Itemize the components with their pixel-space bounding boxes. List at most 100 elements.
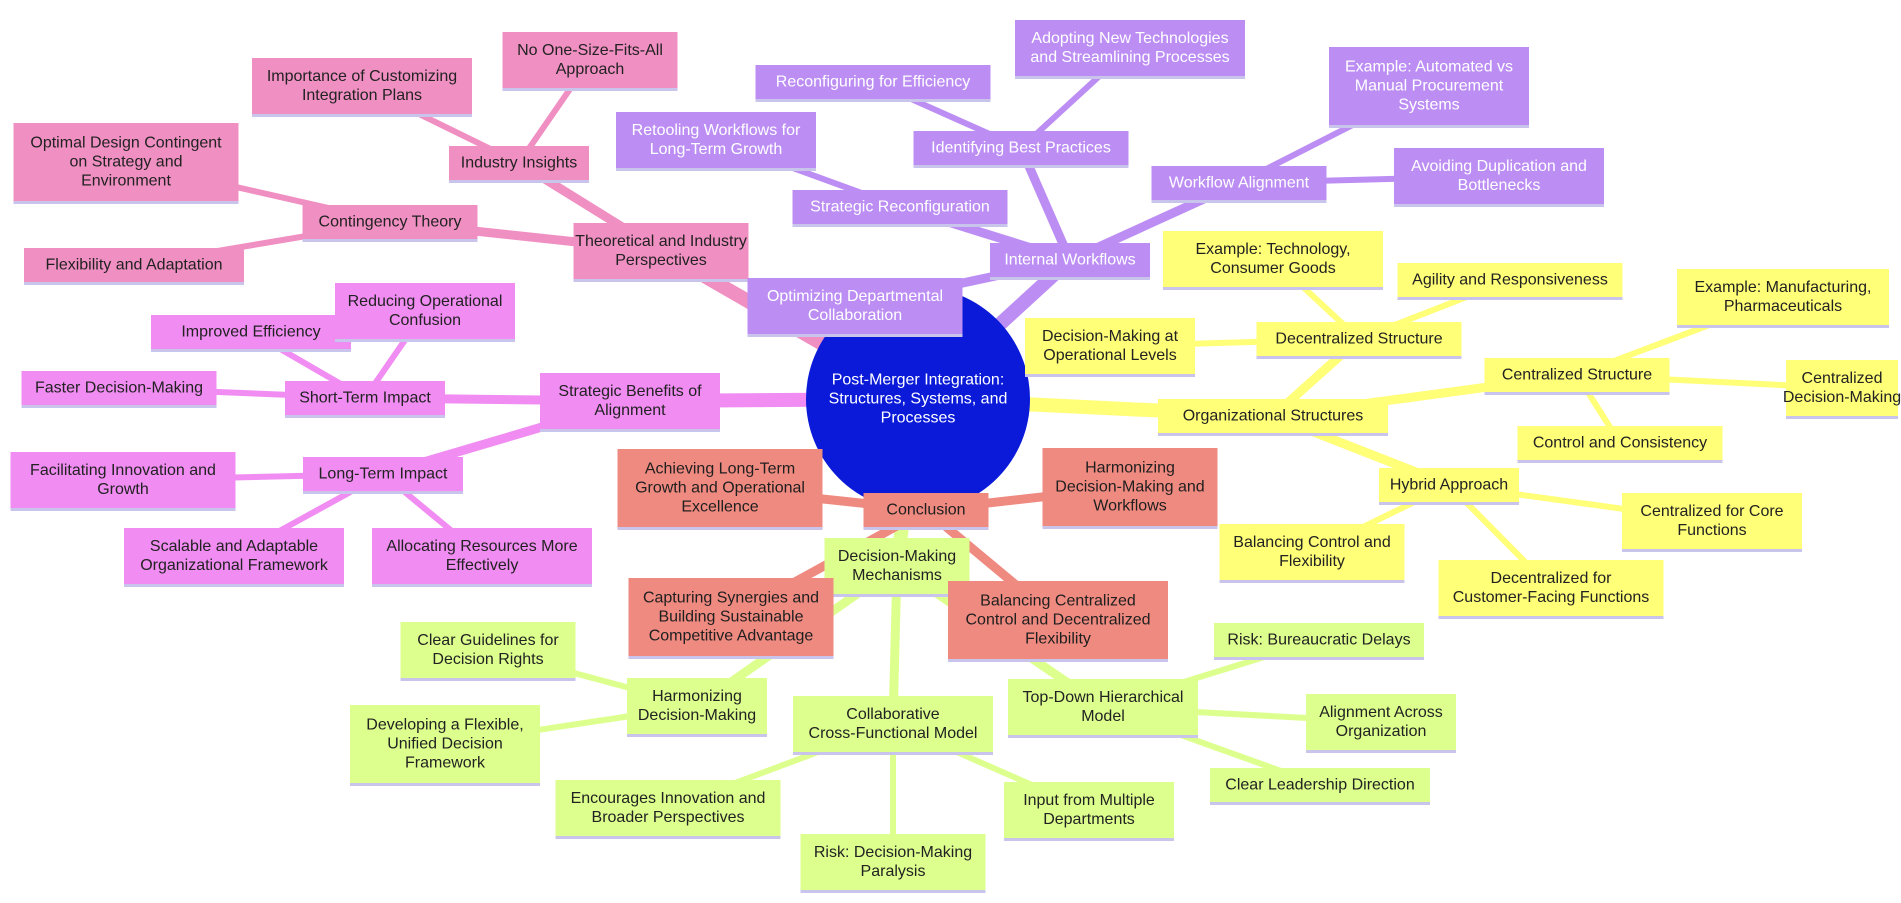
node-topdown-lead[interactable]: Clear Leadership Direction xyxy=(1210,768,1430,805)
node-box xyxy=(1622,493,1802,549)
node-label-line: Allocating Resources More xyxy=(386,538,577,555)
node-topdown-risk[interactable]: Risk: Bureaucratic Delays xyxy=(1214,623,1424,660)
node-box xyxy=(540,373,720,429)
node-wf[interactable]: Internal Workflows xyxy=(990,243,1150,280)
node-box xyxy=(1151,166,1327,200)
node-label-line: Operational Levels xyxy=(1043,347,1176,364)
root-node[interactable]: Post-Merger Integration:Structures, Syst… xyxy=(806,287,1030,511)
node-central-cc[interactable]: Control and Consistency xyxy=(1517,426,1723,463)
node-label-line: No One-Size-Fits-All xyxy=(517,42,663,59)
node-bp-reconf[interactable]: Reconfiguring for Efficiency xyxy=(755,65,991,102)
node-industry[interactable]: Industry Insights xyxy=(449,146,589,183)
node-org[interactable]: Organizational Structures xyxy=(1158,399,1388,436)
node-label-line: Manual Procurement xyxy=(1355,78,1504,95)
node-label-line: Collaborative xyxy=(846,706,939,723)
node-label-line: Short-Term Impact xyxy=(299,390,431,407)
node-label-line: Decision-Making xyxy=(638,707,756,724)
node-label-line: Agility and Responsiveness xyxy=(1412,272,1608,289)
node-decentral-ol[interactable]: Decision-Making at Operational Levels xyxy=(1025,318,1195,377)
node-box xyxy=(1677,269,1889,325)
node-long[interactable]: Long-Term Impact xyxy=(303,457,463,494)
node-label-line: Flexibility xyxy=(1279,553,1345,570)
node-short[interactable]: Short-Term Impact xyxy=(285,381,445,418)
node-bp[interactable]: Identifying Best Practices xyxy=(913,131,1129,168)
node-hybrid[interactable]: Hybrid Approach xyxy=(1379,468,1519,505)
node-label-line: Example: Manufacturing, xyxy=(1695,279,1872,296)
node-box xyxy=(1004,782,1174,838)
node-decentral-ag[interactable]: Agility and Responsiveness xyxy=(1397,263,1623,300)
node-label-line: Clear Leadership Direction xyxy=(1225,777,1414,794)
root-label-line: Post-Merger Integration: xyxy=(832,372,1005,389)
node-box xyxy=(1517,426,1723,460)
node-decentral-ex[interactable]: Example: Technology,Consumer Goods xyxy=(1163,231,1383,290)
node-harm-frame[interactable]: Developing a Flexible,Unified DecisionFr… xyxy=(350,705,540,786)
node-central[interactable]: Centralized Structure xyxy=(1484,358,1670,395)
node-label-line: Customer-Facing Functions xyxy=(1453,589,1650,606)
node-cont[interactable]: Contingency Theory xyxy=(302,205,478,242)
node-label-line: Excellence xyxy=(681,499,758,516)
node-label-line: Decision-Making at xyxy=(1042,328,1179,345)
node-box xyxy=(350,705,540,783)
node-box xyxy=(13,123,239,201)
node-label-line: Pharmaceuticals xyxy=(1724,298,1842,315)
node-box xyxy=(124,528,344,584)
node-decentral[interactable]: Decentralized Structure xyxy=(1256,322,1462,359)
node-label-line: Perspectives xyxy=(615,252,707,269)
node-label-line: Reducing Operational xyxy=(348,293,503,310)
node-short-eff[interactable]: Improved Efficiency xyxy=(151,315,351,352)
node-strat[interactable]: Strategic Reconfiguration xyxy=(792,190,1008,227)
node-label-line: Scalable and Adaptable xyxy=(150,538,318,555)
node-box xyxy=(1042,448,1218,526)
node-central-ex[interactable]: Example: Manufacturing, Pharmaceuticals xyxy=(1677,269,1889,328)
node-cont-flex[interactable]: Flexibility and Adaptation xyxy=(24,248,244,285)
node-short-fast[interactable]: Faster Decision-Making xyxy=(21,371,217,408)
node-label-line: Mechanisms xyxy=(852,567,942,584)
node-concl[interactable]: Conclusion xyxy=(863,493,989,530)
root-circle[interactable] xyxy=(806,287,1030,511)
node-box xyxy=(449,146,589,180)
node-label-line: and Streamlining Processes xyxy=(1030,49,1229,66)
node-label-line: Decision-Making xyxy=(1783,389,1901,406)
node-label-line: Flexibility and Adaptation xyxy=(46,257,223,274)
node-label-line: Confusion xyxy=(389,312,461,329)
node-label-line: Achieving Long-Term xyxy=(645,461,795,478)
node-label-line: Optimal Design Contingent xyxy=(30,135,222,152)
node-box xyxy=(151,315,351,349)
node-box xyxy=(10,452,236,508)
node-box xyxy=(755,65,991,99)
node-label-line: Organization xyxy=(1336,723,1427,740)
node-wfa[interactable]: Workflow Alignment xyxy=(1151,166,1327,203)
node-box xyxy=(1008,679,1198,735)
